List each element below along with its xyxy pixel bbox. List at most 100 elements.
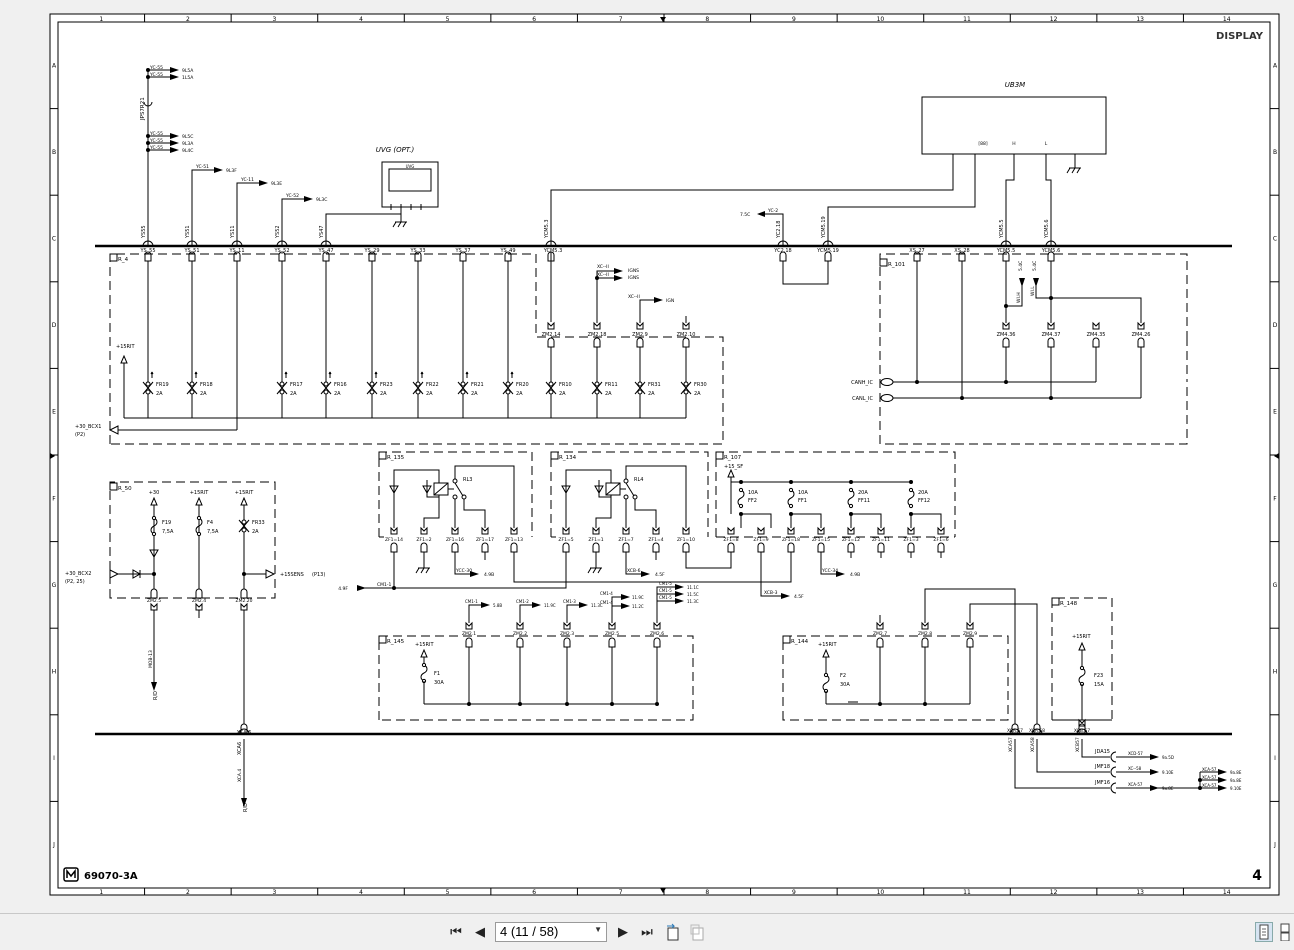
label: 20A (858, 490, 868, 496)
viewer-toolbar: ⏮ ◀ 4 (11 / 58) ▼ ▶ ⏭ (0, 913, 1294, 950)
bus-wire-label: YS52 (275, 225, 281, 239)
label: YCM5.3 (543, 248, 563, 254)
wire (519, 604, 532, 623)
row-letter: I (1274, 755, 1276, 762)
label: YCC-34 (821, 568, 838, 574)
label: CM1-3 (563, 599, 576, 604)
fuse-contact (823, 672, 829, 678)
wire (550, 154, 954, 246)
label: ZF1=5 (558, 537, 573, 543)
bus-wire-label: YS47 (319, 225, 325, 239)
label: XCA.57 (1007, 728, 1023, 734)
bus-wire-label: YS51 (185, 225, 191, 239)
arrow-right-icon (1218, 785, 1227, 791)
jumper-icon (1110, 766, 1117, 778)
module-label: R_145 (387, 639, 405, 645)
manufacturer-logo-mark (66, 868, 76, 878)
label: XCA-57 (1202, 783, 1217, 788)
connector-pin-icon (1002, 337, 1010, 348)
next-page-button[interactable]: ▶ (614, 923, 632, 941)
wire (625, 465, 687, 528)
connector-pin-icon (504, 251, 512, 262)
column-number: 3 (273, 16, 277, 23)
connector-label: YS_49 (499, 248, 515, 254)
center-mark-icon (1274, 453, 1279, 459)
page-number-select[interactable]: 4 (11 / 58) ▼ (495, 922, 607, 942)
column-number: 13 (1136, 889, 1144, 896)
column-number: 14 (1223, 16, 1231, 23)
arrow-right-icon (614, 275, 623, 281)
wire-label: JPS7R21 (140, 97, 146, 121)
connector-pin-icon (592, 542, 600, 553)
row-letter: G (52, 582, 57, 589)
connector-socket-icon (547, 321, 555, 330)
connector-arrow-icon (108, 425, 119, 435)
first-page-button[interactable]: ⏮ (447, 923, 465, 941)
wire (281, 198, 304, 246)
module-tag-icon (378, 451, 387, 460)
arrow-right-icon (532, 602, 541, 608)
arrow-icon (150, 371, 154, 378)
arrow-right-icon (781, 593, 790, 599)
diode-icon (149, 549, 159, 559)
fuse-icon (822, 674, 830, 692)
last-page-button[interactable]: ⏭ (638, 923, 656, 941)
back-view-button[interactable] (664, 923, 682, 941)
label: 4.9B (850, 572, 860, 578)
breaker-contact (594, 381, 600, 387)
connector-socket-icon (937, 526, 945, 535)
label: 4.9B (484, 572, 494, 578)
module-label: R_107 (724, 455, 742, 461)
forward-view-button[interactable] (689, 923, 707, 941)
previous-page-button[interactable]: ◀ (471, 923, 489, 941)
label: XCA57 (1008, 737, 1014, 752)
junction-dot (1049, 396, 1053, 400)
arrow-icon (284, 371, 288, 378)
label: 15A (1094, 682, 1104, 688)
chevron-down-icon[interactable]: ▼ (594, 925, 602, 934)
breaker-contact (505, 389, 511, 395)
continuous-view-button[interactable] (1276, 922, 1294, 942)
module-tag-icon (109, 253, 118, 262)
junction-dot (1004, 380, 1008, 384)
label: XCA-57 (1128, 782, 1143, 787)
label: CM1-1 (465, 599, 478, 604)
arrow-icon (328, 371, 332, 378)
label: YC-55 (149, 138, 163, 144)
bus-connector-icon (142, 240, 154, 247)
relay-switch-icon (454, 482, 464, 497)
fuse-icon (907, 489, 915, 507)
label: 30A (434, 680, 444, 686)
label: 4.9F (338, 586, 348, 592)
label: 9L4C (182, 148, 193, 154)
center-mark-icon (660, 17, 666, 22)
connector-socket-icon (1047, 321, 1055, 330)
row-letter: J (1273, 842, 1276, 849)
connector-socket-icon (966, 621, 974, 630)
connector-socket-icon (195, 602, 203, 611)
connector-pin-icon (817, 542, 825, 553)
module-label: R_135 (387, 455, 405, 461)
forward-view-icon (690, 924, 704, 941)
manufacturer-logo (63, 867, 79, 882)
ub3m-module (921, 96, 1107, 155)
connector-pin-icon (958, 251, 966, 262)
label: 4.5F (794, 594, 804, 600)
breaker-contact (279, 389, 285, 395)
fuse-icon (1078, 667, 1086, 685)
label: FR31 (648, 382, 661, 388)
fuse-contact (196, 531, 202, 537)
single-page-view-button[interactable] (1255, 922, 1273, 942)
connector-socket-icon (516, 621, 524, 630)
connector-pin-icon (907, 542, 915, 553)
label: YC-55 (149, 131, 163, 137)
wire (791, 513, 822, 528)
connector-label: ZM2.14 (542, 332, 561, 338)
label: IGN (666, 298, 674, 304)
label: YC-11 (240, 177, 254, 183)
wire (1081, 739, 1110, 758)
junction-dot (960, 396, 964, 400)
page (49, 13, 1280, 896)
breaker-contact (548, 381, 554, 387)
